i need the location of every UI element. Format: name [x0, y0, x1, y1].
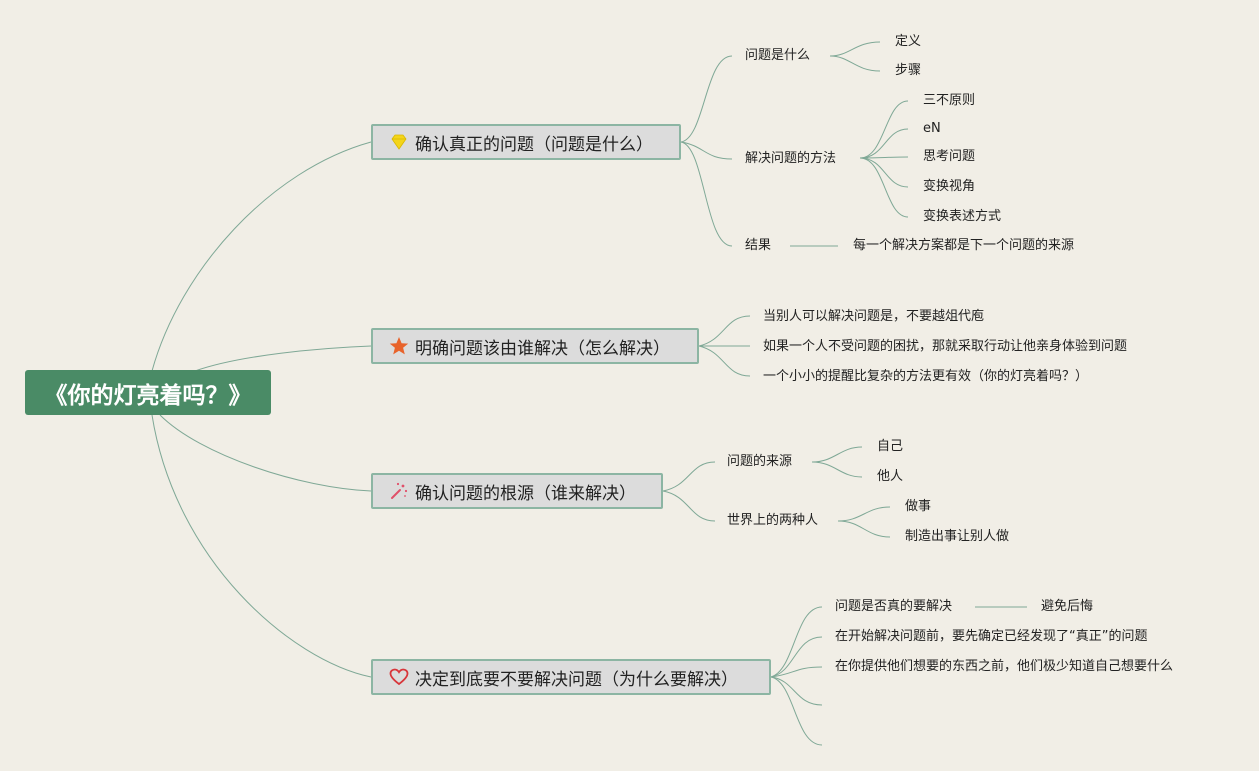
branch-identify-problem[interactable]: 确认真正的问题（问题是什么）: [371, 124, 681, 160]
branch-whether-to-solve[interactable]: 决定到底要不要解决问题（为什么要解决）: [371, 659, 771, 695]
connector-b4-t3: [770, 666, 823, 678]
leaf-self[interactable]: 自己: [877, 439, 904, 454]
leaf-three-no-principle[interactable]: 三不原则: [923, 93, 976, 108]
topic-methods[interactable]: 解决问题的方法: [745, 151, 837, 166]
leaf-change-perspective[interactable]: 变换视角: [923, 179, 976, 194]
topic-find-real-problem[interactable]: 在开始解决问题前，要先确定已经发现了“真正”的问题: [835, 629, 1148, 644]
topic-result[interactable]: 结果: [745, 238, 772, 253]
connector-b1-t2: [680, 141, 733, 160]
connector-root-b2: [194, 345, 372, 372]
connector-b1-t3: [680, 141, 733, 247]
connector-b1-t1-c2: [829, 55, 881, 72]
leaf-change-expression[interactable]: 变换表述方式: [923, 209, 1002, 224]
leaf-every-solution[interactable]: 每一个解决方案都是下一个问题的来源: [853, 238, 1075, 253]
connector-root-b4: [151, 414, 372, 678]
connector-b1-t2-c5: [859, 157, 909, 218]
topic-let-them-experience[interactable]: 如果一个人不受问题的困扰，那就采取行动让他亲身体验到问题: [763, 339, 1128, 354]
leaf-en[interactable]: eN: [923, 121, 941, 136]
leaf-do-things[interactable]: 做事: [905, 499, 932, 514]
branch-who-solves[interactable]: 明确问题该由谁解决（怎么解决）: [371, 328, 699, 364]
leaf-think-problem[interactable]: 思考问题: [923, 149, 976, 164]
leaf-avoid-regret[interactable]: 避免后悔: [1041, 599, 1094, 614]
star-icon: [389, 336, 409, 356]
connector-b3-t1-c1: [811, 446, 863, 463]
topic-really-solve[interactable]: 问题是否真的要解决: [835, 599, 953, 614]
topic-dont-overstep[interactable]: 当别人可以解决问题是，不要越俎代庖: [763, 309, 985, 324]
root-topic[interactable]: 《你的灯亮着吗？》: [25, 370, 271, 415]
gem-icon: [389, 132, 409, 152]
branch-label: 明确问题该由谁解决（怎么解决）: [415, 338, 670, 359]
connector-b3-t1-c2: [811, 461, 863, 478]
connector-b1-t2-c2: [859, 128, 909, 159]
topic-source-of-problem[interactable]: 问题的来源: [727, 454, 793, 469]
branch-problem-source[interactable]: 确认问题的根源（谁来解决）: [371, 473, 663, 509]
topic-two-kinds-people[interactable]: 世界上的两种人: [727, 513, 819, 528]
branch-label: 确认真正的问题（问题是什么）: [415, 134, 653, 155]
connector-b1-t2-c3: [859, 156, 909, 159]
magic-wand-icon: [389, 481, 409, 501]
branch-label: 确认问题的根源（谁来解决）: [415, 483, 636, 504]
connector-b1-t1: [680, 55, 733, 143]
leaf-definition[interactable]: 定义: [895, 34, 922, 49]
topic-small-reminder[interactable]: 一个小小的提醒比复杂的方法更有效（你的灯亮着吗？）: [763, 369, 1089, 384]
leaf-others[interactable]: 他人: [877, 469, 904, 484]
heart-icon: [389, 667, 409, 687]
connector-b2-t3: [698, 345, 751, 377]
connector-b1-t2-c1: [859, 100, 909, 159]
leaf-make-others-do[interactable]: 制造出事让别人做: [905, 529, 1010, 544]
connector-b4-t5: [770, 676, 823, 746]
connector-b1-t1-c1: [829, 41, 881, 57]
topic-people-rarely-know[interactable]: 在你提供他们想要的东西之前，他们极少知道自己想要什么: [835, 659, 1174, 674]
connector-b3-t1: [662, 461, 716, 492]
connector-b2-t1: [698, 315, 751, 347]
connector-b4-t2: [770, 636, 823, 678]
connector-b3-t2: [662, 490, 716, 522]
connector-root-b1: [151, 141, 372, 372]
connector-b3-t2-c1: [837, 506, 891, 522]
connector-b4-t1: [770, 606, 823, 678]
branch-label: 决定到底要不要解决问题（为什么要解决）: [415, 669, 738, 690]
leaf-steps[interactable]: 步骤: [895, 63, 922, 78]
connector-b3-t2-c2: [837, 520, 891, 538]
topic-what-is-problem[interactable]: 问题是什么: [745, 48, 811, 63]
connector-b4-t4: [770, 676, 823, 706]
connector-root-b3: [159, 414, 372, 492]
connector-b1-t2-c4: [859, 157, 909, 188]
root-title: 《你的灯亮着吗？》: [44, 382, 252, 409]
